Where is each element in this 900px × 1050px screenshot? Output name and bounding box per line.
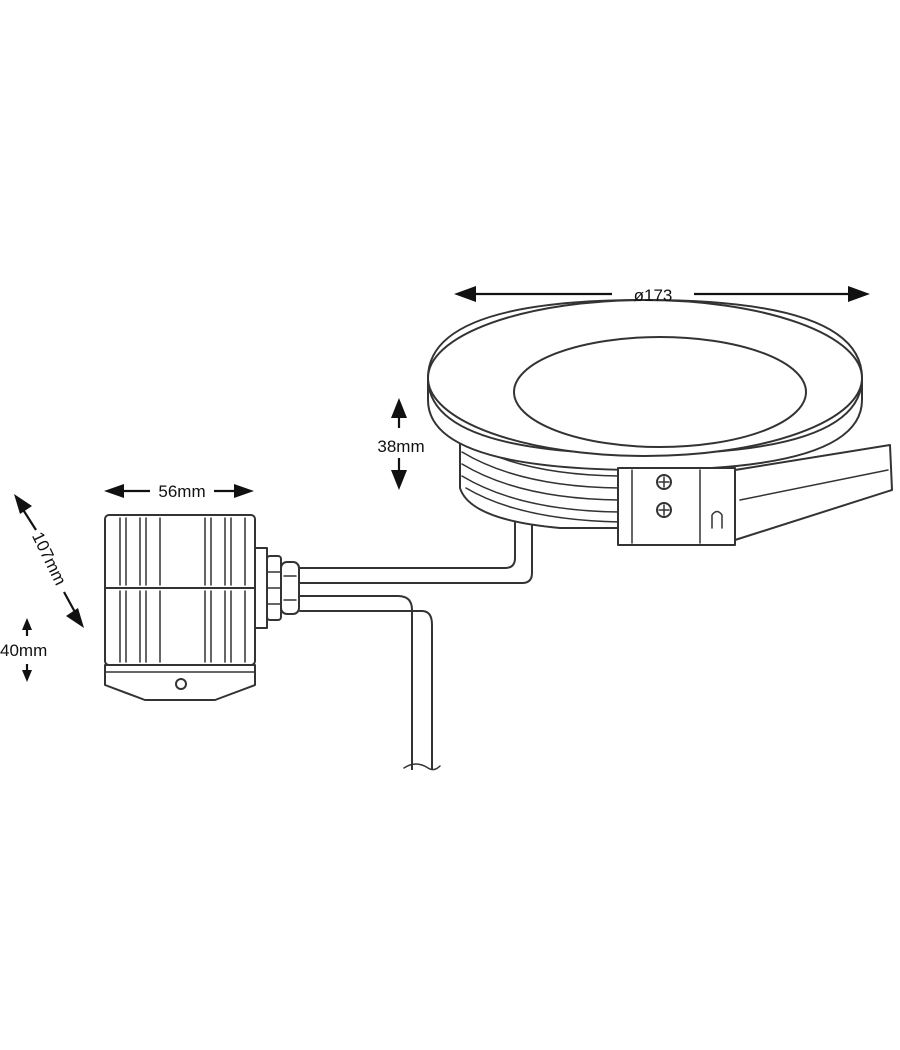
dimension-lamp-height: 38mm bbox=[377, 398, 425, 490]
dimension-label-box-height: 40mm bbox=[0, 641, 47, 660]
screw-icon bbox=[656, 474, 672, 518]
cable-cut-mark bbox=[403, 763, 441, 771]
dimension-label-lamp-height: 38mm bbox=[377, 437, 424, 456]
dimension-box-width: 56mm bbox=[104, 482, 254, 501]
lamp-diffuser bbox=[513, 336, 807, 448]
mounting-hole bbox=[175, 678, 187, 690]
dimension-label-box-width: 56mm bbox=[158, 482, 205, 501]
dimension-box-height: 40mm bbox=[0, 618, 47, 682]
dimension-label-box-length: 107mm bbox=[28, 529, 70, 588]
cable-gland-icon bbox=[254, 547, 300, 629]
dimension-box-length: 107mm bbox=[14, 494, 84, 628]
mounting-bracket bbox=[617, 467, 736, 546]
dimension-diameter: ø173 bbox=[454, 286, 870, 305]
recessed-lamp bbox=[427, 299, 893, 546]
junction-box bbox=[104, 514, 300, 701]
junction-box-body bbox=[104, 514, 256, 666]
cable-connection bbox=[297, 509, 533, 770]
dimension-label-diameter: ø173 bbox=[634, 286, 673, 305]
spring-clip-right bbox=[734, 444, 893, 541]
